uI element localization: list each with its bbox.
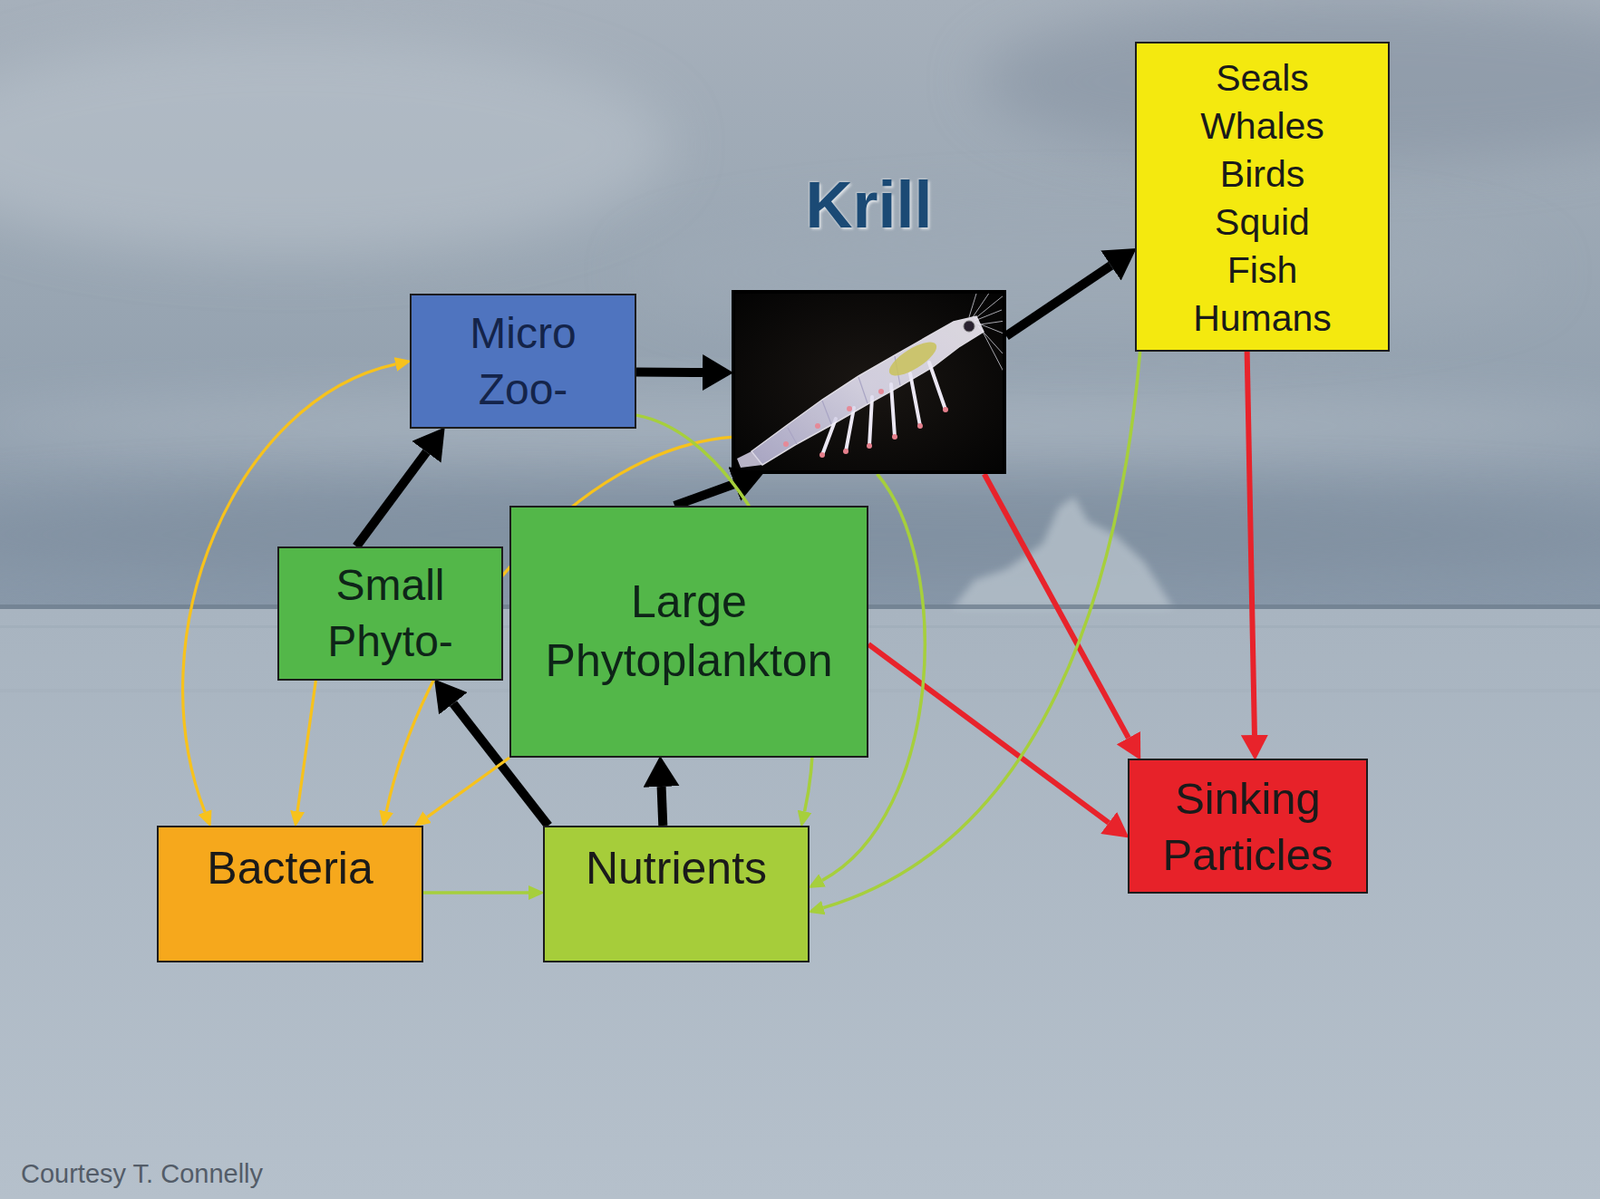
credit-holder: Courtesy T. Connelly: [20, 1157, 263, 1194]
krill-tail: [736, 451, 763, 468]
cloud: [0, 36, 671, 254]
krill-photo: [731, 290, 1007, 475]
node-heading: Krill: [804, 168, 932, 242]
node-label: Large Phytoplankton: [545, 572, 834, 691]
flow-arrow: [661, 786, 664, 826]
node-label: Micro Zoo-: [469, 305, 576, 418]
node-label: Sinking Particles: [1163, 770, 1334, 883]
flow-arrow: [868, 644, 1109, 824]
heading-holder: Krill: [662, 166, 1076, 243]
flow-arrow: [423, 891, 529, 895]
flow-arrow: [426, 757, 510, 818]
krill-body: [751, 316, 984, 466]
node-label: Nutrients: [585, 840, 767, 897]
flow-arrow: [674, 484, 735, 506]
bacteria-box: Bacteria: [156, 825, 424, 963]
node-label: Small Phyto-: [327, 557, 454, 670]
iceberg: [951, 496, 1174, 610]
flow-arrow: [823, 351, 1140, 909]
photo-ground: [731, 290, 1007, 475]
flow-arrow: [356, 452, 427, 547]
zooplankton-box: Micro Zoo-: [409, 293, 637, 429]
krill-spots: [783, 388, 884, 447]
krill-gut: [884, 336, 942, 382]
flow-arrow: [1006, 265, 1111, 337]
flow-arrow: [297, 680, 316, 812]
node-label: Seals Whales Birds Squid Fish Humans: [1192, 54, 1332, 343]
node-label: Bacteria: [206, 840, 373, 897]
krill-segments: [787, 356, 901, 445]
flow-arrow: [636, 367, 703, 378]
flow-arrow: [984, 474, 1129, 738]
krill-eye: [963, 320, 975, 332]
credit-note: Courtesy T. Connelly: [20, 1157, 263, 1191]
predator-box: Seals Whales Birds Squid Fish Humans: [1134, 41, 1390, 352]
krill-box: Krill: [731, 290, 1007, 475]
phytoplankton-box: Small Phyto-: [277, 546, 504, 681]
phytoplankton-box: Large Phytoplankton: [509, 505, 869, 758]
nutrients-box: Nutrients: [543, 825, 810, 963]
sinking-box: Sinking Particles: [1127, 758, 1368, 894]
flow-arrow: [1247, 351, 1255, 736]
